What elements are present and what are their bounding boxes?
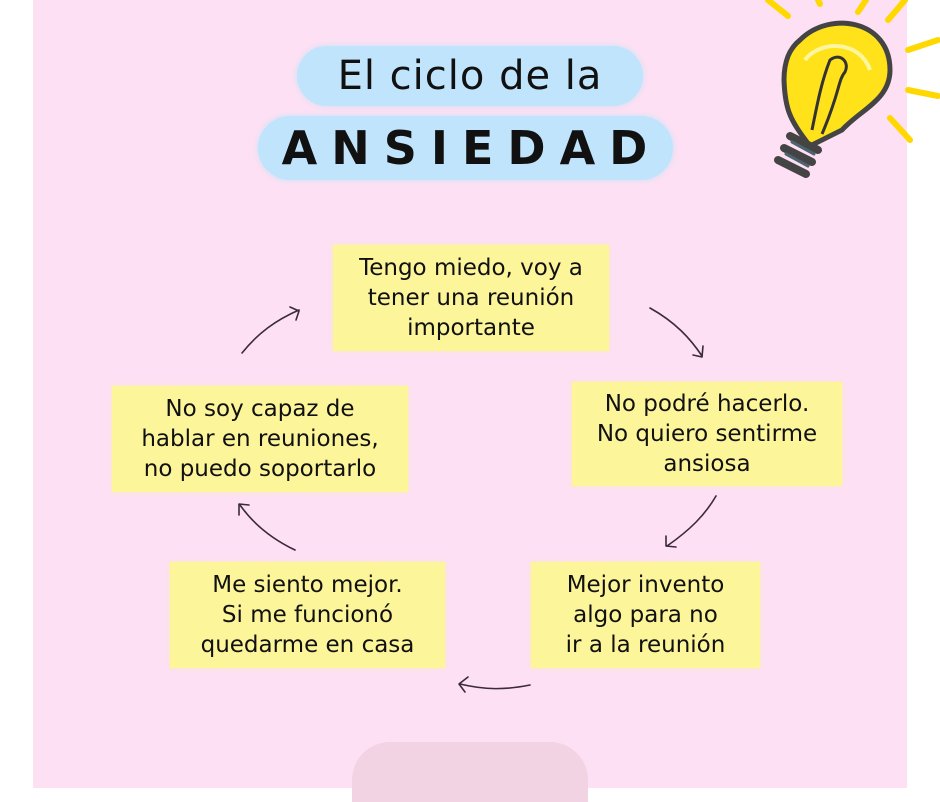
arrow-3-to-4-icon <box>458 676 531 693</box>
cycle-step-1-text: Tengo miedo, voy a tener una reunión imp… <box>359 255 583 341</box>
cycle-step-5-text: No soy capaz de hablar en reuniones, no … <box>141 396 379 482</box>
arrow-1-to-2-icon <box>649 307 704 358</box>
arrow-2-to-3-icon <box>665 495 717 548</box>
title-line-1-text: El ciclo de la <box>337 53 603 99</box>
bottom-tab <box>352 742 588 802</box>
arrow-4-to-5-icon <box>238 503 296 551</box>
cycle-step-3-text: Mejor invento algo para no ir a la reuni… <box>565 572 726 658</box>
cycle-step-4-text: Me siento mejor. Si me funcionó quedarme… <box>200 572 415 658</box>
title-line-2-text: ANSIEDAD <box>281 121 662 175</box>
cycle-step-5: No soy capaz de hablar en reuniones, no … <box>112 386 408 492</box>
title-line-2: ANSIEDAD <box>258 116 673 180</box>
cycle-step-4: Me siento mejor. Si me funcionó quedarme… <box>170 562 445 668</box>
cycle-step-3: Mejor invento algo para no ir a la reuni… <box>531 562 760 668</box>
cycle-step-2: No podré hacerlo. No quiero sentirme ans… <box>572 382 842 486</box>
cycle-step-2-text: No podré hacerlo. No quiero sentirme ans… <box>596 391 818 477</box>
cycle-step-1: Tengo miedo, voy a tener una reunión imp… <box>333 245 609 351</box>
arrow-5-to-1-icon <box>241 306 300 354</box>
title-line-1: El ciclo de la <box>297 46 643 106</box>
